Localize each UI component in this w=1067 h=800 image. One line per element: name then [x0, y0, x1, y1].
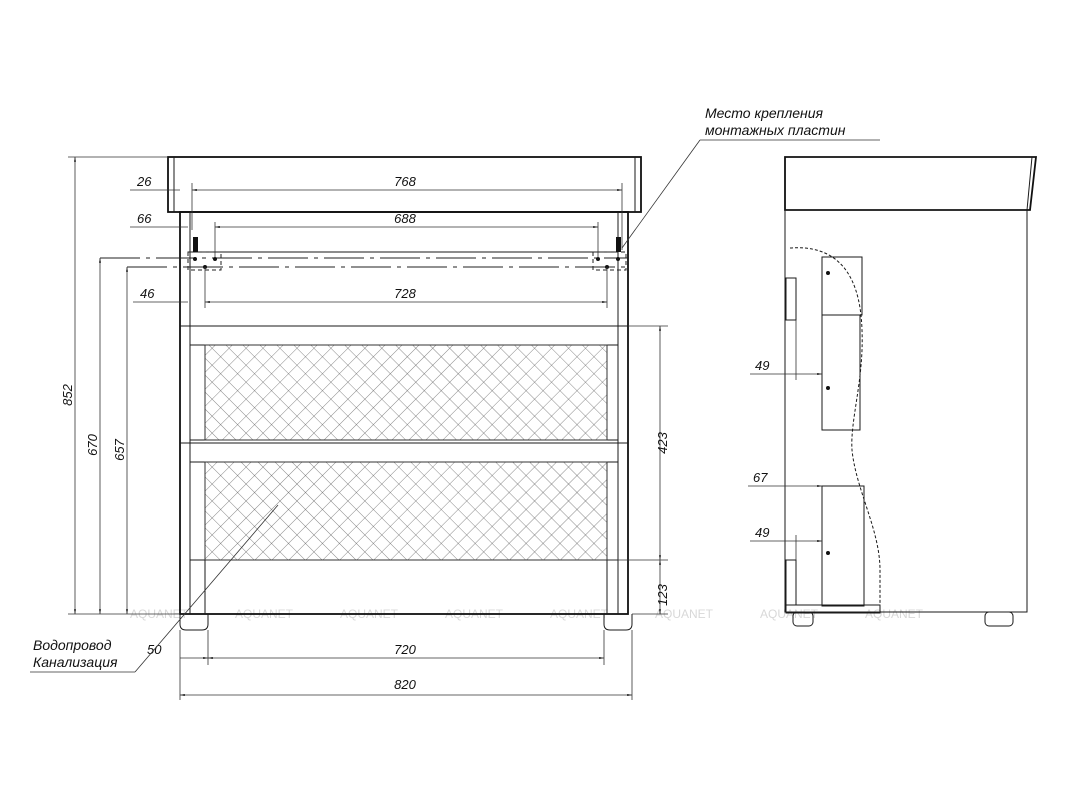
- dim-total-width: 820: [394, 677, 416, 692]
- svg-text:Канализация: Канализация: [33, 654, 118, 670]
- svg-text:Водопровод: Водопровод: [33, 637, 112, 653]
- dim-side-depth-upper: 49: [755, 358, 769, 373]
- side-cutaway: [789, 247, 881, 605]
- leg-left: [179, 614, 209, 631]
- cabinet-body: [179, 211, 629, 615]
- side-view: 49 67 49: [748, 156, 1038, 627]
- callout-pipes: Водопровод Канализация: [30, 504, 279, 673]
- front-view: [100, 156, 642, 631]
- svg-text:Место крепления: Место крепления: [705, 105, 824, 121]
- svg-text:AQUANET: AQUANET: [865, 607, 924, 621]
- dim-hole-span: 728: [394, 286, 416, 301]
- callout-mount: Место крепления монтажных пластин: [621, 105, 880, 249]
- dim-leg-span: 720: [394, 642, 416, 657]
- dim-countertop-offset: 26: [136, 174, 152, 189]
- upper-drawer-hatch: [204, 344, 608, 441]
- lower-drawer-hatch: [204, 461, 608, 561]
- mount-bracket-left: [193, 237, 198, 252]
- dim-total-height: 852: [60, 383, 75, 405]
- side-countertop: [784, 156, 1038, 211]
- svg-text:AQUANET: AQUANET: [760, 607, 819, 621]
- mount-plate-right: [592, 251, 627, 271]
- mount-plate-left: [187, 251, 222, 271]
- dim-mount-height-lower: 657: [112, 438, 127, 460]
- dim-countertop-span: 768: [394, 174, 416, 189]
- svg-text:монтажных пластин: монтажных пластин: [705, 122, 846, 138]
- dim-drawers-height: 423: [655, 431, 670, 453]
- dim-plate-span: 688: [394, 211, 416, 226]
- dim-side-depth-middle: 67: [753, 470, 768, 485]
- side-body: [784, 209, 1028, 613]
- mount-bracket-right: [616, 237, 621, 252]
- dim-hole-offset: 46: [140, 286, 155, 301]
- svg-text:AQUANET: AQUANET: [655, 607, 714, 621]
- leg-right: [603, 614, 633, 631]
- dim-mount-height-upper: 670: [85, 433, 100, 455]
- dim-plate-offset: 66: [137, 211, 152, 226]
- dim-plinth-height: 123: [655, 583, 670, 605]
- dim-side-depth-lower: 49: [755, 525, 769, 540]
- front-dimensions: 852 670 657 26 768 66 688 46 728 423 123: [60, 156, 670, 700]
